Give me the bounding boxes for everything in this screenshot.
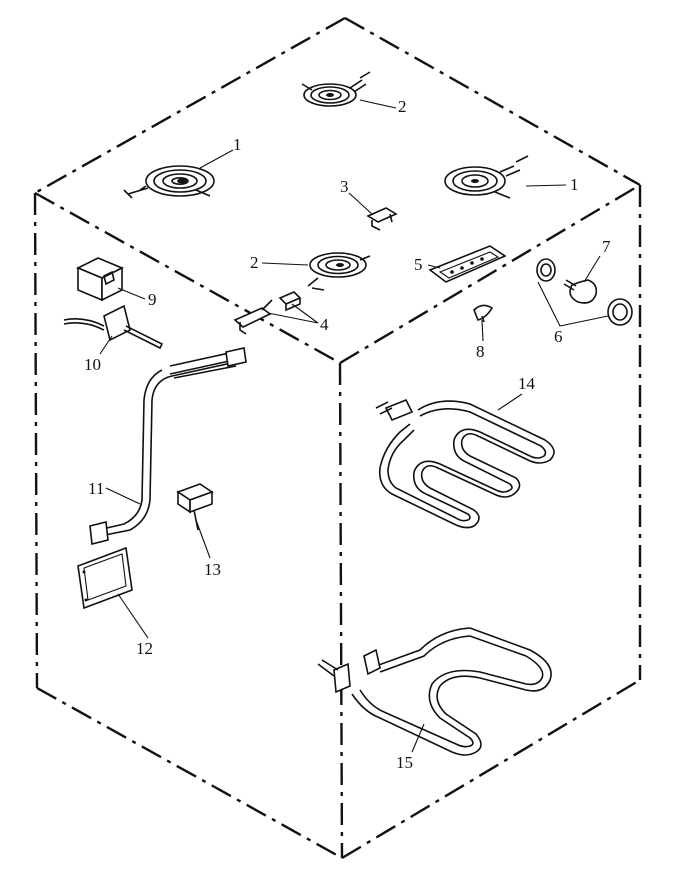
part-13-connector [176,483,214,531]
callout-8: 8 [476,342,485,361]
leader-lines [99,99,609,753]
cabinet-outline [33,16,642,860]
surface-element-small-front [307,252,371,291]
part-14-bake-element [375,398,555,529]
callout-2-rear: 2 [398,97,407,116]
part-8-bracket [473,304,494,323]
callout-1-left: 1 [233,135,242,154]
part-4-terminal-block [233,291,302,335]
part-3-clip [366,207,398,231]
callout-10: 10 [84,355,101,374]
part-12-control-board [77,546,133,610]
callout-15: 15 [396,753,413,772]
callout-labels: 1 1 2 2 3 4 5 6 7 8 9 10 11 12 13 14 15 [84,97,611,772]
callout-11: 11 [88,479,104,498]
surface-element-small-rear [301,71,371,107]
callout-6: 6 [554,327,563,346]
callout-13: 13 [204,560,221,579]
callout-9: 9 [148,290,157,309]
callout-12: 12 [136,639,153,658]
part-7-light-bulb [563,279,598,304]
part-6-lamp-socket [536,258,633,326]
part-15-broil-element [317,627,552,756]
part-11-wire-harness [89,347,247,545]
callout-1-right: 1 [570,175,579,194]
callout-5: 5 [414,255,423,274]
surface-element-large-right [444,155,529,199]
part-10-sensor [63,304,164,350]
callout-7: 7 [602,237,611,256]
callout-14: 14 [518,374,536,393]
part-9-relay-box [76,257,124,302]
callout-3: 3 [340,177,349,196]
surface-element-large-left [123,165,215,199]
callout-4: 4 [320,315,329,334]
callout-2-front: 2 [250,253,259,272]
part-5-control-panel [428,245,507,283]
